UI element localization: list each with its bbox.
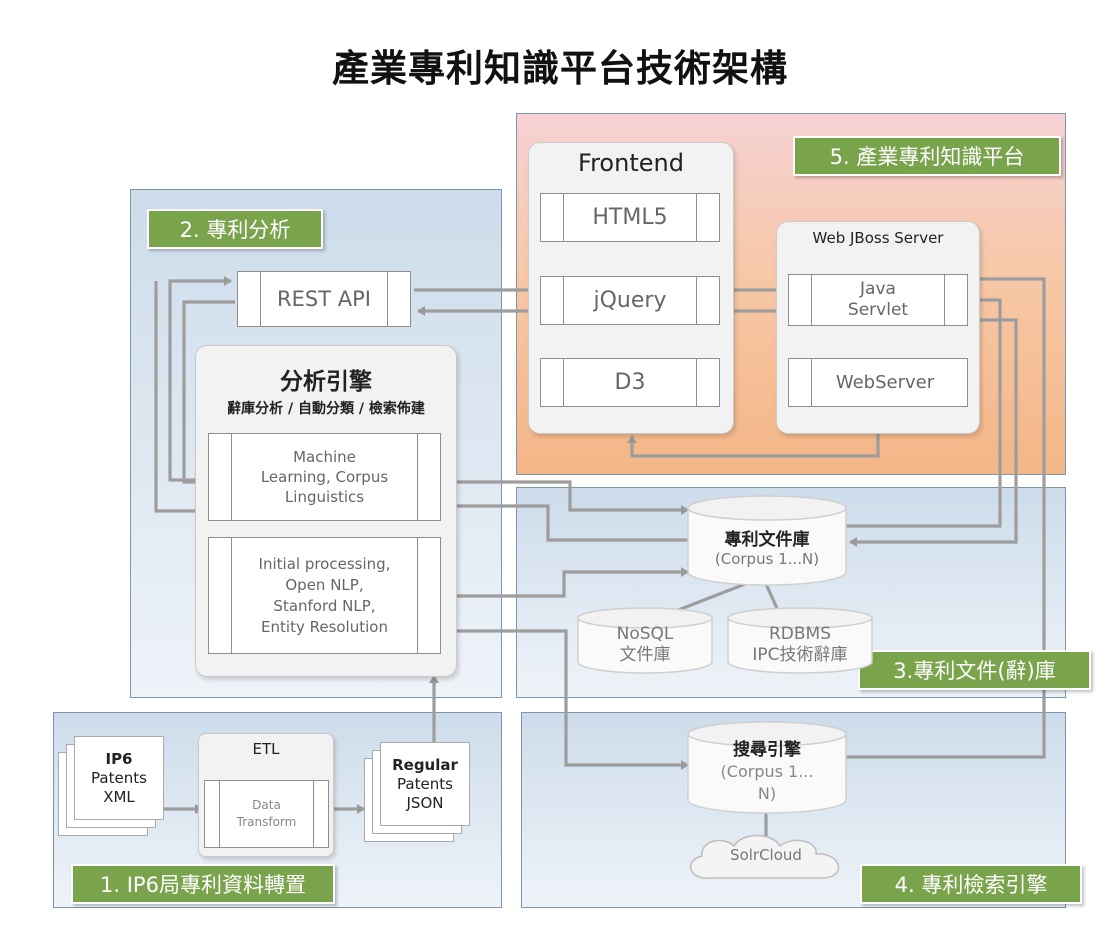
etl-title: ETL [252, 740, 280, 758]
webserver-label: WebServer [835, 372, 935, 393]
nosql-db: NoSQL 文件庫 [576, 622, 714, 668]
page-title: 產業專利知識平台技術架構 [332, 46, 788, 90]
regular-line: Patents [397, 774, 453, 793]
rdbms-line: IPC技術辭庫 [752, 645, 848, 665]
etl-line2: Transform [236, 815, 297, 829]
frontend-title: Frontend [578, 149, 684, 177]
nlp-line: Initial processing, [258, 554, 391, 573]
corpus-title: 專利文件庫 [724, 529, 810, 550]
nlp-line: Open NLP, [285, 575, 364, 594]
rdbms-line: RDBMS [768, 624, 832, 644]
ip6-line: IP6 [105, 749, 133, 768]
ml-line: Linguistics [284, 488, 365, 506]
corpus-subtitle: (Corpus 1...N) [714, 549, 820, 568]
ip6-line: Patents [91, 768, 147, 787]
section-3-label: 3.專利文件(辭)庫 [858, 650, 1091, 690]
nlp-line: Entity Resolution [261, 617, 388, 636]
html5-label: HTML5 [592, 205, 668, 230]
regular-line: Regular [392, 755, 458, 774]
engine-subtitle: 辭庫分析 / 自動分類 / 檢索佈建 [227, 401, 425, 417]
search-engine-db: 搜尋引擎 (Corpus 1... N) [686, 738, 848, 806]
ml-line: Machine [293, 448, 356, 466]
engine-title: 分析引擎 [280, 369, 372, 395]
regular-line: JSON [406, 793, 444, 812]
html5-box: HTML5 [540, 193, 720, 242]
ip6-doc: IP6 Patents XML [74, 736, 164, 820]
jquery-box: jQuery [540, 276, 720, 325]
nosql-line: 文件庫 [619, 645, 671, 665]
corpus-db: 專利文件庫 (Corpus 1...N) [686, 518, 848, 574]
corpus-cylinder-icon [687, 495, 847, 586]
search-sub2: N) [757, 784, 777, 803]
data-transform-box: Data Transform [204, 780, 329, 848]
nosql-cylinder-icon [577, 607, 713, 674]
ml-box: Machine Learning, Corpus Linguistics [208, 433, 441, 521]
ml-line: Learning, Corpus [260, 468, 389, 486]
servlet-line1: Java [860, 279, 896, 299]
ip6-line: XML [103, 787, 135, 806]
d3-label: D3 [614, 370, 646, 395]
rest-api-label: REST API [277, 287, 371, 311]
rdbms-cylinder-icon [727, 607, 873, 674]
nlp-box: Initial processing, Open NLP, Stanford N… [208, 537, 441, 654]
solrcloud-label: SolrCloud [730, 846, 802, 864]
d3-box: D3 [540, 358, 720, 407]
section-1-label: 1. IP6局專利資料轉置 [71, 864, 335, 904]
servlet-line2: Servlet [847, 300, 909, 320]
section-2-label: 2. 專利分析 [147, 209, 323, 249]
etl-line1: Data [252, 798, 281, 812]
rest-api-box: REST API [237, 271, 411, 327]
jboss-server-title: Web JBoss Server [812, 229, 944, 247]
section-4-label: 4. 專利檢索引擎 [860, 864, 1082, 904]
search-cylinder-icon [687, 721, 847, 814]
search-sub1: (Corpus 1... [720, 762, 814, 781]
nlp-line: Stanford NLP, [273, 596, 376, 615]
nosql-line: NoSQL [616, 624, 674, 644]
rdbms-db: RDBMS IPC技術辭庫 [726, 622, 874, 668]
java-servlet-box: Java Servlet [788, 274, 968, 326]
section-5-label: 5. 產業專利知識平台 [793, 136, 1061, 176]
search-title: 搜尋引擎 [733, 740, 801, 760]
regular-doc: Regular Patents JSON [380, 742, 470, 826]
webserver-box: WebServer [788, 358, 968, 407]
jquery-label: jQuery [593, 288, 667, 313]
cloud-icon [690, 834, 840, 879]
